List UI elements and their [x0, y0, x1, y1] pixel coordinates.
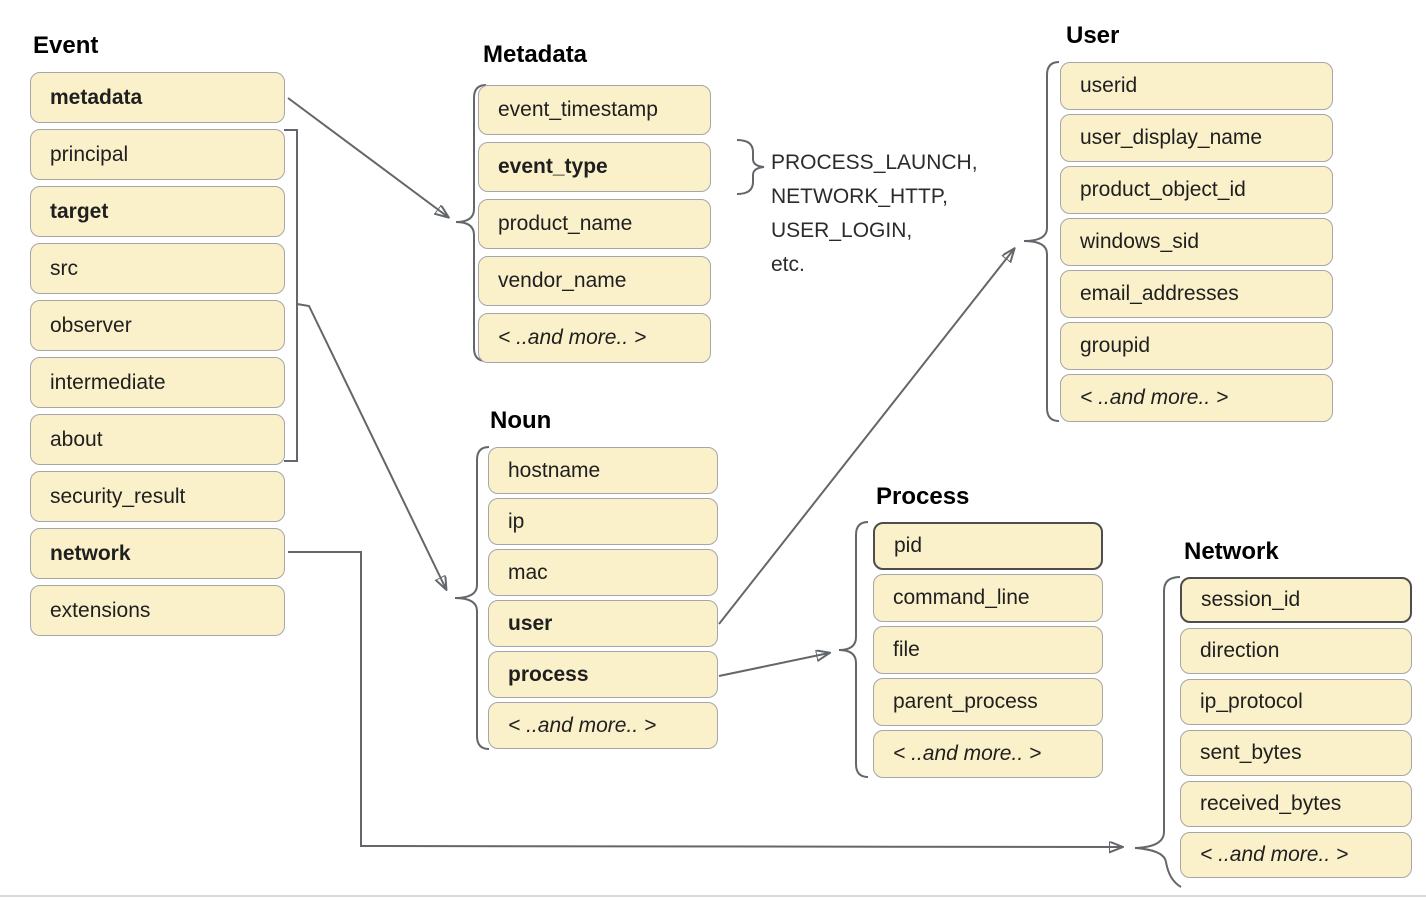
field-event-timestamp: event_timestamp	[478, 85, 711, 135]
field-event-type: event_type	[478, 142, 711, 192]
field-network-more: < ..and more.. >	[1180, 832, 1412, 878]
field-groupid: groupid	[1060, 322, 1333, 370]
field-file: file	[873, 626, 1103, 674]
field-user: user	[488, 600, 718, 647]
group-title-network: Network	[1184, 538, 1279, 565]
field-observer: observer	[30, 300, 285, 351]
event-type-values-note: PROCESS_LAUNCH, NETWORK_HTTP, USER_LOGIN…	[771, 146, 978, 282]
field-pid: pid	[873, 522, 1103, 570]
field-noun-more: < ..and more.. >	[488, 702, 718, 749]
field-extensions: extensions	[30, 585, 285, 636]
field-email-addresses: email_addresses	[1060, 270, 1333, 318]
brace-noun-group	[454, 446, 490, 750]
field-userid: userid	[1060, 62, 1333, 110]
field-process: process	[488, 651, 718, 698]
field-hostname: hostname	[488, 447, 718, 494]
event-type-value: NETWORK_HTTP,	[771, 185, 948, 208]
field-product-object-id: product_object_id	[1060, 166, 1333, 214]
brace-network-group	[1134, 576, 1182, 888]
bottom-divider	[0, 895, 1426, 897]
arrow-noun-process-to-process-group	[718, 653, 829, 677]
event-type-value: USER_LOGIN,	[771, 219, 913, 242]
field-metadata: metadata	[30, 72, 285, 123]
brace-user-group	[1023, 61, 1060, 422]
field-target: target	[30, 186, 285, 237]
field-about: about	[30, 414, 285, 465]
brace-process-group	[838, 521, 869, 778]
field-windows-sid: windows_sid	[1060, 218, 1333, 266]
field-user-more: < ..and more.. >	[1060, 374, 1333, 422]
field-network: network	[30, 528, 285, 579]
field-user-display-name: user_display_name	[1060, 114, 1333, 162]
field-ip-protocol: ip_protocol	[1180, 679, 1412, 725]
group-title-metadata: Metadata	[483, 41, 588, 68]
field-intermediate: intermediate	[30, 357, 285, 408]
field-principal: principal	[30, 129, 285, 180]
group-event: metadata principal target src observer i…	[30, 72, 285, 642]
field-process-more: < ..and more.. >	[873, 730, 1103, 778]
field-mac: mac	[488, 549, 718, 596]
field-product-name: product_name	[478, 199, 711, 249]
group-title-event: Event	[33, 32, 99, 59]
field-ip: ip	[488, 498, 718, 545]
group-metadata: event_timestamp event_type product_name …	[478, 85, 711, 370]
arrow-event-to-noun-group	[296, 303, 446, 589]
field-vendor-name: vendor_name	[478, 256, 711, 306]
group-process: pid command_line file parent_process < .…	[873, 522, 1103, 782]
group-title-process: Process	[876, 483, 970, 510]
field-direction: direction	[1180, 628, 1412, 674]
field-src: src	[30, 243, 285, 294]
field-sent-bytes: sent_bytes	[1180, 730, 1412, 776]
field-security-result: security_result	[30, 471, 285, 522]
field-command-line: command_line	[873, 574, 1103, 622]
group-title-noun: Noun	[490, 407, 552, 434]
bracket-event-noun-fields	[284, 129, 298, 462]
event-type-value: etc.	[771, 253, 805, 276]
field-received-bytes: received_bytes	[1180, 781, 1412, 827]
brace-event-type-values	[736, 139, 765, 195]
event-type-value: PROCESS_LAUNCH,	[771, 151, 978, 174]
field-metadata-more: < ..and more.. >	[478, 313, 711, 363]
group-noun: hostname ip mac user process < ..and mor…	[488, 447, 718, 753]
group-user: userid user_display_name product_object_…	[1060, 62, 1333, 426]
arrow-metadata-to-metadata-group	[287, 97, 448, 217]
group-title-user: User	[1066, 22, 1120, 49]
group-network: session_id direction ip_protocol sent_by…	[1180, 577, 1412, 883]
field-parent-process: parent_process	[873, 678, 1103, 726]
field-session-id: session_id	[1180, 577, 1412, 623]
